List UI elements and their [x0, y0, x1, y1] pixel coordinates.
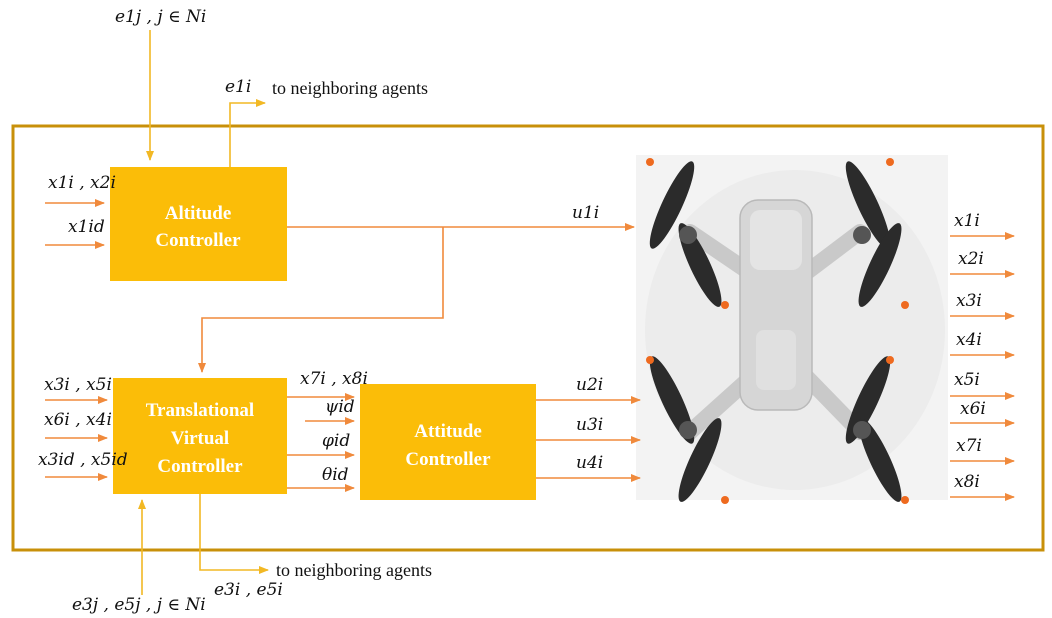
top-input-label: e1j , j ∈ Ni [115, 7, 206, 27]
translational-controller-label-1: Translational [146, 400, 254, 421]
translational-controller-label-3: Controller [157, 456, 243, 477]
control-output-label: u3i [576, 415, 603, 435]
altitude-controller-block: Altitude Controller [110, 167, 287, 281]
altitude-controller-label-2: Controller [155, 230, 241, 251]
attitude-input-label: ψid [325, 397, 355, 417]
attitude-controller-block: Attitude Controller [360, 384, 536, 500]
altitude-input-label: x1i , x2i [48, 173, 116, 193]
state-output-label: x5i [954, 370, 980, 390]
state-output-label: x2i [958, 249, 984, 269]
bottom-output-label: e3i , e5i [214, 580, 283, 600]
drone-image [636, 155, 948, 504]
state-output-label: x4i [956, 330, 982, 350]
top-output-text: to neighboring agents [272, 78, 428, 98]
communication-links [138, 30, 269, 595]
attitude-input-label: θid [322, 465, 349, 485]
state-output-label: x1i [954, 211, 980, 231]
attitude-input-label: φid [322, 431, 350, 451]
attitude-input-label: x7i , x8i [300, 369, 368, 389]
system-frame [11, 124, 1045, 552]
translational-controller-label-2: Virtual [171, 428, 229, 449]
attitude-controller-label-2: Controller [405, 449, 491, 470]
translational-input-label: x3i , x5i [44, 375, 112, 395]
translational-controller-block: Translational Virtual Controller [113, 378, 287, 494]
control-output-label: u1i [572, 203, 599, 223]
bottom-input-label: e3j , e5j , j ∈ Ni [72, 595, 206, 615]
state-output-label: x7i [956, 436, 982, 456]
signal-links [45, 199, 1015, 501]
state-output-label: x3i [956, 291, 982, 311]
translational-input-label: x6i , x4i [44, 410, 112, 430]
translational-input-label: x3id , x5id [38, 450, 128, 470]
state-output-label: x8i [954, 472, 980, 492]
altitude-input-label: x1id [68, 217, 105, 237]
bottom-output-text: to neighboring agents [276, 560, 432, 580]
top-output-label: e1i [225, 77, 251, 97]
state-output-label: x6i [960, 399, 986, 419]
attitude-controller-label-1: Attitude [414, 421, 482, 442]
control-output-label: u4i [576, 453, 603, 473]
control-output-label: u2i [576, 375, 603, 395]
altitude-controller-label-1: Altitude [165, 203, 232, 224]
